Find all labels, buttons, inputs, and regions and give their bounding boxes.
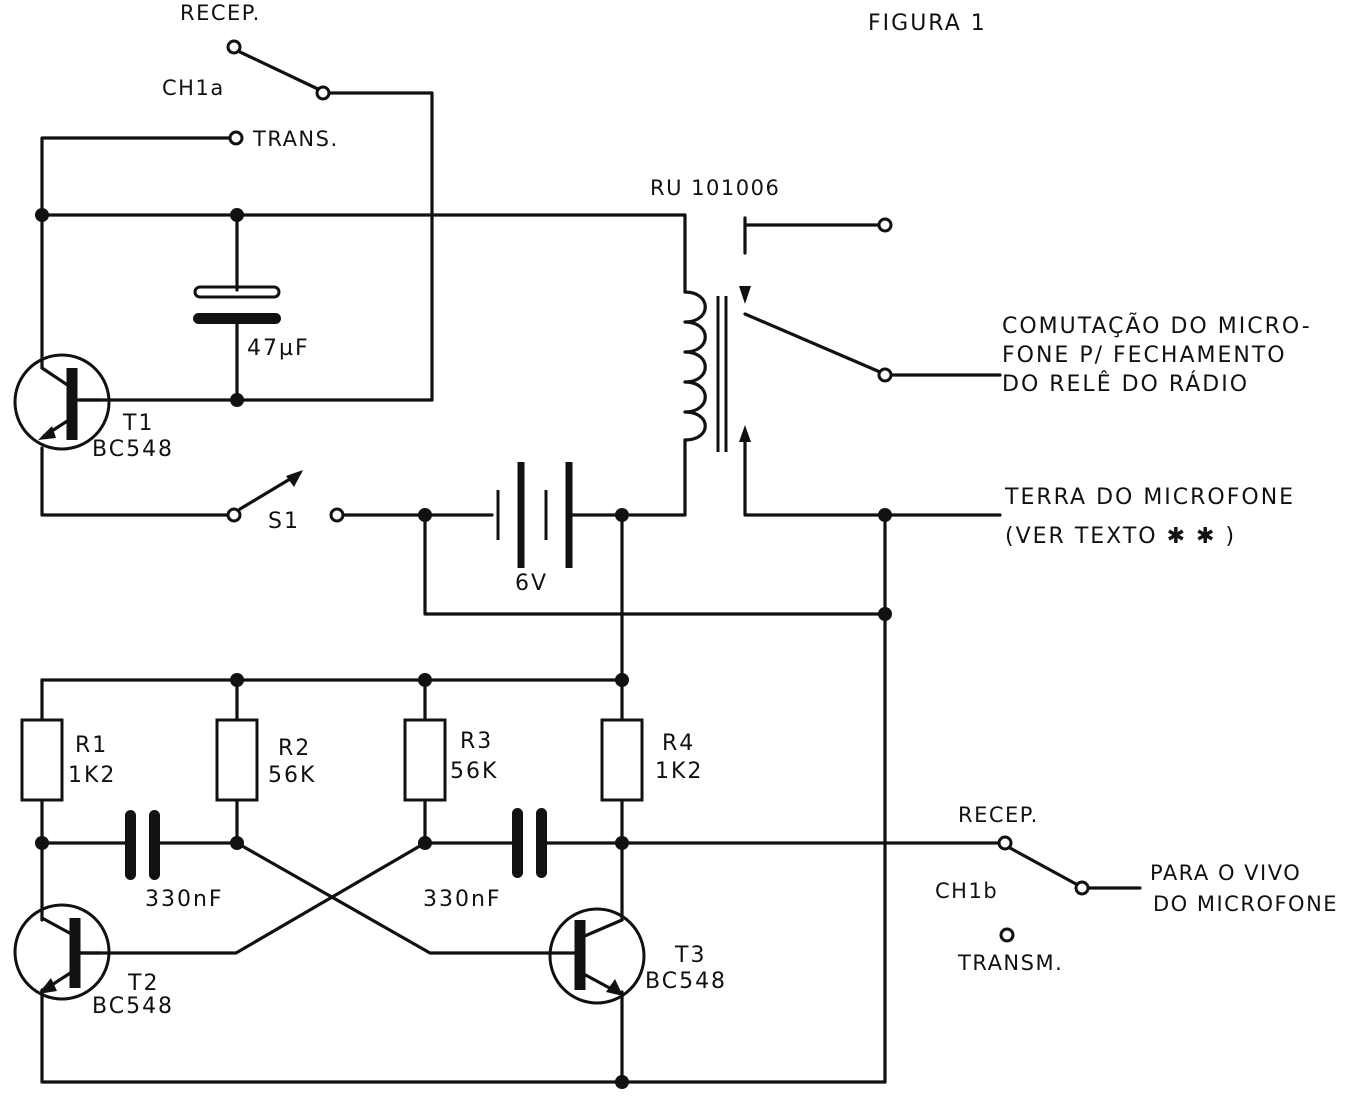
r1-value-label: 1K2 xyxy=(68,763,116,788)
s1-label: S1 xyxy=(268,509,300,534)
junction-dots xyxy=(35,208,892,1089)
ch1b-transm-label: TRANSM. xyxy=(957,951,1063,975)
relay-no-terminal xyxy=(877,217,893,233)
ch1a-trans-terminal xyxy=(228,130,244,146)
t1-type-label: BC548 xyxy=(92,437,174,462)
r4-ref-label: R4 xyxy=(662,731,695,756)
note-live-line2: DO MICROFONE xyxy=(1153,892,1338,916)
ch1a-common-terminal xyxy=(315,85,331,101)
coupling-cap-left: 330nF xyxy=(125,810,224,912)
notes-group: COMUTAÇÃO DO MICRO- FONE P/ FECHAMENTO D… xyxy=(1002,312,1338,916)
transistor-t3: T3 BC548 xyxy=(546,907,727,1005)
cap-47uf-label: 47µF xyxy=(247,336,310,361)
ch1a-recep-label: RECEP. xyxy=(180,1,261,25)
ch1b-transm-terminal xyxy=(999,927,1015,943)
cap-left-label: 330nF xyxy=(145,887,224,912)
ch1a-trans-label: TRANS. xyxy=(252,127,339,151)
t2-ref-label: T2 xyxy=(127,971,159,996)
r2-value-label: 56K xyxy=(268,763,316,788)
relay-armature xyxy=(743,312,882,374)
t3-ref-label: T3 xyxy=(674,943,706,968)
r4-value-label: 1K2 xyxy=(655,759,703,784)
ch1a-lever xyxy=(238,50,322,92)
ch1b-recep-label: RECEP. xyxy=(958,803,1039,827)
switch-ch1b: RECEP. CH1b TRANSM. xyxy=(935,803,1142,975)
multivibrator-wiring xyxy=(40,678,1002,1084)
switch-s1: S1 xyxy=(226,470,345,534)
note-live-line1: PARA O VIVO xyxy=(1150,861,1301,885)
relay-ru101006: RU 101006 xyxy=(650,176,893,452)
transistor-t1: T1 BC548 xyxy=(13,353,174,462)
t1-ref-label: T1 xyxy=(122,411,154,436)
coupling-cap-right: 330nF xyxy=(423,808,547,912)
transistor-t2: T2 BC548 xyxy=(13,903,174,1019)
note-switching-line3: DO RELÊ DO RÁDIO xyxy=(1002,371,1249,397)
note-switching-line2: FONE P/ FECHAMENTO xyxy=(1002,343,1287,368)
battery-label: 6V xyxy=(515,571,548,596)
battery-6v: 6V xyxy=(496,462,573,596)
r3-ref-label: R3 xyxy=(460,729,493,754)
r2-ref-label: R2 xyxy=(278,736,311,761)
cap-right-label: 330nF xyxy=(423,887,502,912)
ch1b-lever xyxy=(1008,846,1078,886)
relay-coil xyxy=(683,290,707,442)
s1-terminal-right xyxy=(329,507,345,523)
resistor-r2: R2 56K xyxy=(215,718,316,802)
t2-type-label: BC548 xyxy=(92,994,174,1019)
figure-title: FIGURA 1 xyxy=(868,11,987,36)
r1-ref-label: R1 xyxy=(75,733,108,758)
relay-common-terminal xyxy=(877,367,893,383)
upper-wiring xyxy=(40,91,1002,1084)
ch1b-recep-terminal xyxy=(997,835,1013,851)
ch1a-recep-terminal xyxy=(226,39,242,55)
s1-terminal-left xyxy=(226,507,242,523)
resistor-r4: R4 1K2 xyxy=(600,718,703,802)
note-switching-line1: COMUTAÇÃO DO MICRO- xyxy=(1002,312,1312,339)
resistor-r3: R3 56K xyxy=(403,718,498,802)
t3-type-label: BC548 xyxy=(645,969,727,994)
note-ground-line2: (VER TEXTO ✱ ✱ ) xyxy=(1005,524,1236,549)
r3-value-label: 56K xyxy=(450,759,498,784)
ch1b-name-label: CH1b xyxy=(935,879,998,903)
note-ground-line1: TERRA DO MICROFONE xyxy=(1004,485,1295,510)
ch1a-name-label: CH1a xyxy=(162,76,225,100)
switch-ch1a: RECEP. CH1a TRANS. xyxy=(162,1,339,151)
ch1b-common-terminal xyxy=(1074,880,1090,896)
relay-part-label: RU 101006 xyxy=(650,176,780,200)
capacitor-47uf: 47µF xyxy=(193,285,310,361)
resistor-r1: R1 1K2 xyxy=(20,718,116,802)
